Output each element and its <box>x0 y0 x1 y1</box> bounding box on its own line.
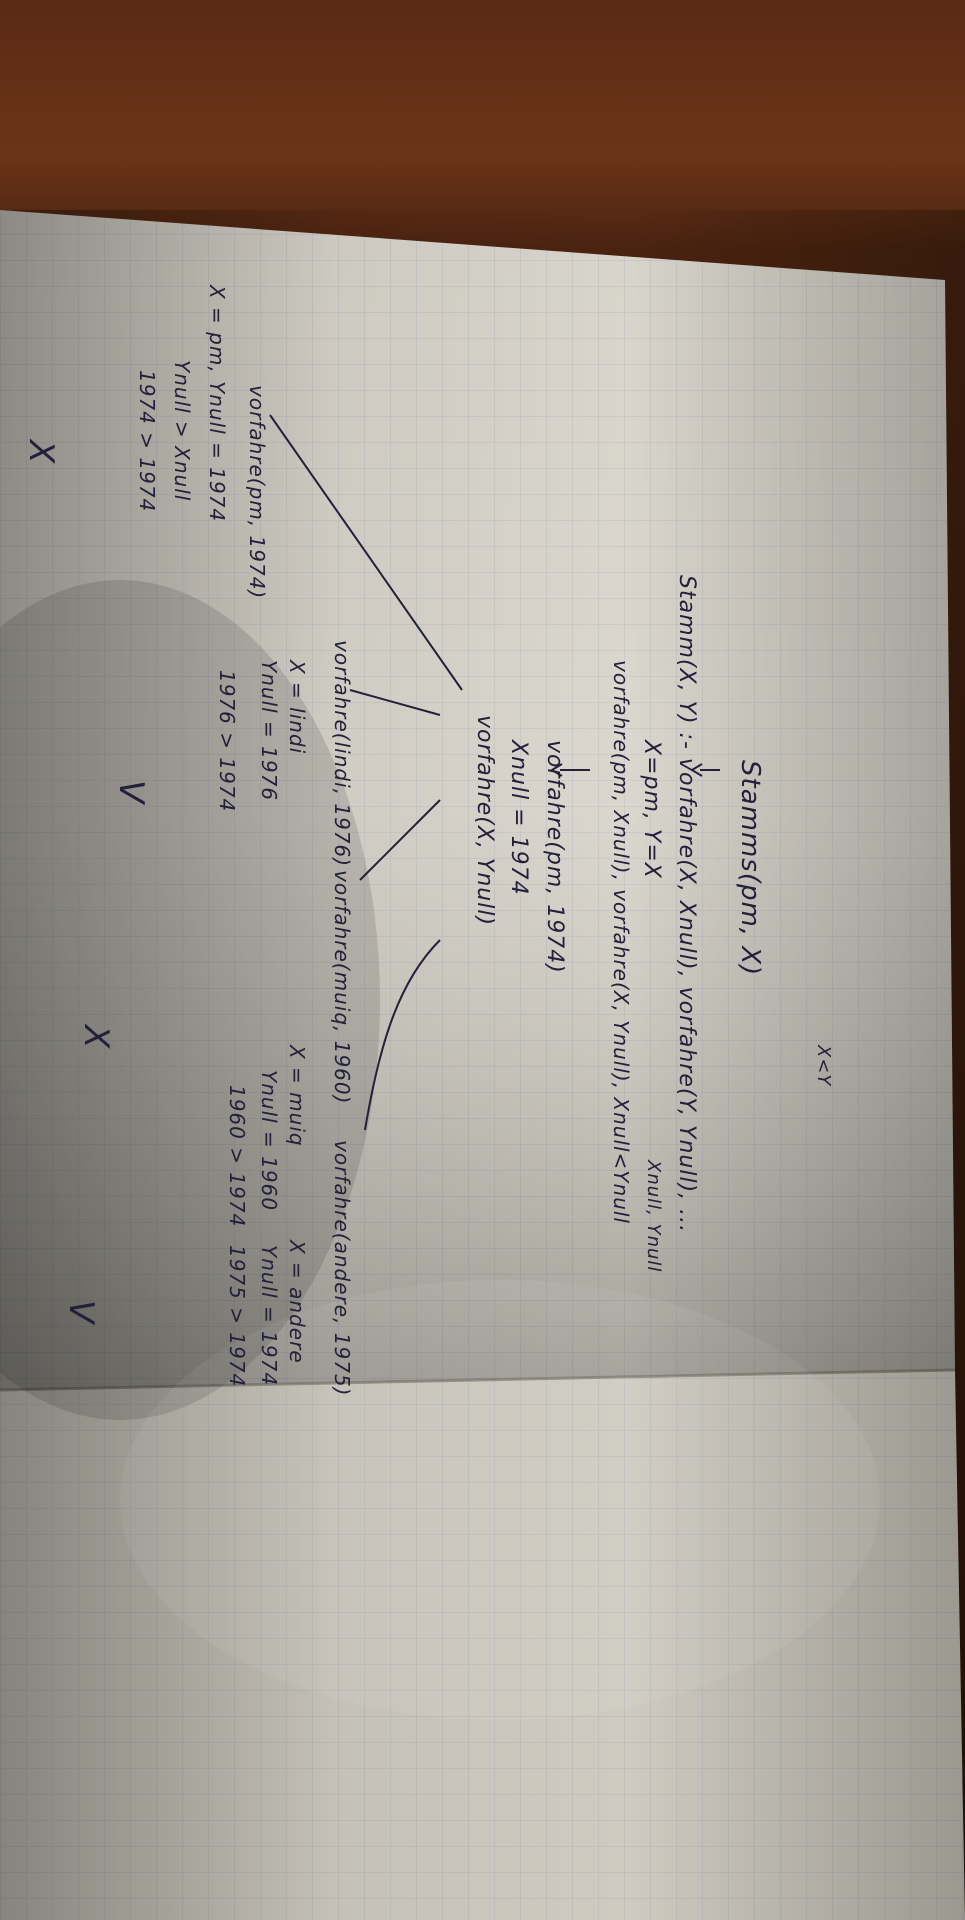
hw-branch-c-ynull: Ynull = 1960 <box>257 1070 281 1211</box>
arrow-1 <box>690 763 720 777</box>
branch-line-c <box>359 799 441 881</box>
branch-line-mid <box>349 689 441 716</box>
hw-branch-right-verdict: V <box>61 1300 101 1326</box>
hw-root-call: Stamms(pm, X) <box>735 760 765 976</box>
hw-first-unify: X=pm, Y=X <box>639 739 664 879</box>
arrow-2 <box>550 763 590 777</box>
hw-branch-left-verdict: X <box>21 438 61 464</box>
hw-branch-right-result: 1975 > 1974 <box>225 1245 249 1387</box>
hw-right-note-1: X<Y <box>813 1044 834 1087</box>
hw-step-vorfahre: vorfahre(pm, 1974) <box>542 740 567 974</box>
hw-branch-right-x: X = andere <box>285 1239 309 1364</box>
hw-expanded: vorfahre(pm, Xnull), vorfahre(X, Ynull),… <box>609 660 633 1224</box>
hw-rule: Stamm(X, Y) :- vorfahre(X, Xnull), vorfa… <box>674 575 699 1233</box>
hw-branch-mid-x: X = lindi <box>285 659 309 754</box>
branch-line-right <box>364 939 441 1131</box>
hw-xnull-value: Xnull = 1974 <box>506 739 531 896</box>
hw-step-remaining: vorfahre(X, Ynull) <box>472 715 497 926</box>
handwriting: Stamms(pm, X) Stamm(X, Y) :- vorfahre(X,… <box>21 284 834 1396</box>
hw-branch-left-call: vorfahre(pm, 1974) <box>245 385 269 599</box>
hw-branch-mid-verdict: V <box>111 780 151 806</box>
hw-branch-left-result: 1974 > 1974 <box>135 370 159 512</box>
hw-branch-c-x: X = muiq <box>285 1044 309 1147</box>
hw-branch-right-call: vorfahre(andere, 1975) <box>330 1140 354 1396</box>
hw-branch-mid-ynull: Ynull = 1976 <box>257 660 281 801</box>
hw-branch-c-call: vorfahre(muiq, 1960) <box>330 870 354 1104</box>
hw-branch-c-result: 1960 > 1974 <box>225 1085 249 1227</box>
hw-branch-right-ynull: Ynull = 1974 <box>257 1245 281 1386</box>
branch-line-left <box>269 414 463 691</box>
hw-branch-c-verdict: X <box>76 1023 116 1049</box>
hw-branch-mid-call: vorfahre(lindi, 1976) <box>330 640 354 867</box>
hw-branch-left-x: X = pm, Ynull = 1974 <box>205 284 229 522</box>
hw-branch-left-cmp: Ynull > Xnull <box>170 360 194 501</box>
hw-branch-mid-result: 1976 > 1974 <box>215 670 239 812</box>
hw-right-note-2: Xnull, Ynull <box>643 1159 664 1272</box>
